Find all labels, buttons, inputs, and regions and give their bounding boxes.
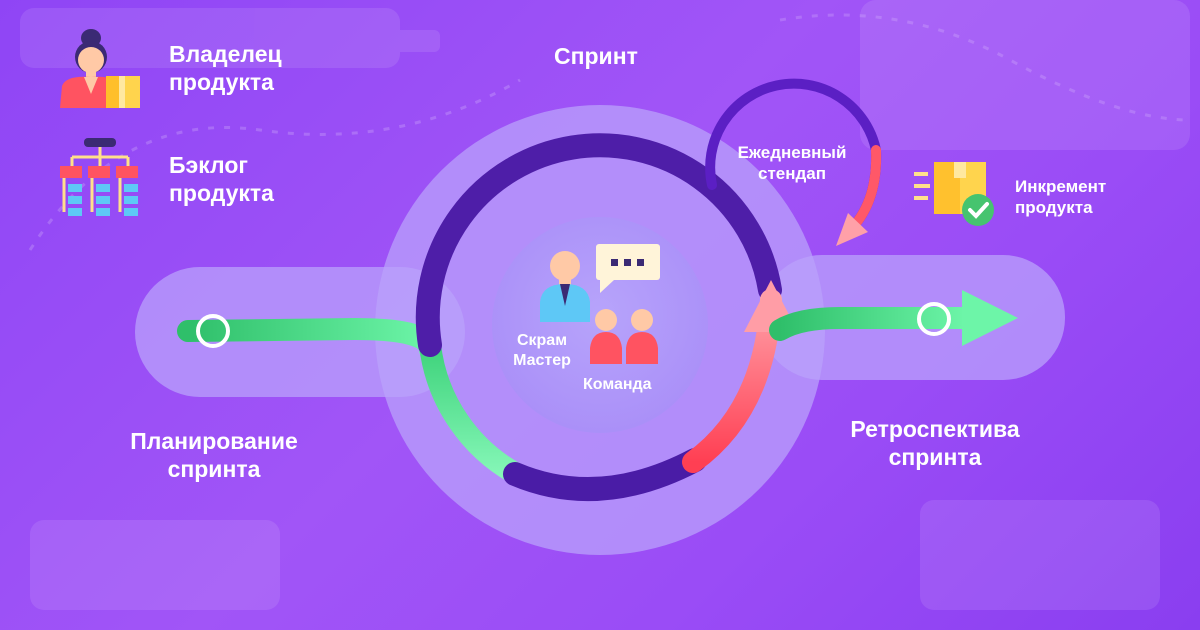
- start-marker: [196, 314, 230, 348]
- team-icon: [590, 309, 658, 364]
- daily-standup-label: Ежедневный стендап: [737, 143, 847, 183]
- woman-avatar-icon: [60, 29, 140, 108]
- planning-arc: [419, 334, 531, 487]
- product-backlog-label: Бэклог продукта: [169, 152, 274, 206]
- product-owner-label: Владелец продукта: [169, 41, 282, 95]
- sprint-arc-bottom: [503, 448, 707, 502]
- box-check-icon: [914, 162, 994, 226]
- sprint-retrospective-label: Ретроспектива спринта: [850, 416, 1020, 470]
- sprint-arc: [415, 133, 782, 357]
- backlog-tree-icon: [60, 138, 138, 216]
- product-increment-label: Инкремент продукта: [1015, 177, 1107, 217]
- retro-arrowhead: [962, 290, 1018, 346]
- end-marker: [917, 302, 951, 336]
- scrum-master-label: Скрам Мастер: [513, 332, 571, 369]
- scrum-master-icon: [540, 251, 590, 322]
- team-label: Команда: [583, 376, 652, 393]
- retro-path: [769, 307, 976, 341]
- sprint-label: Спринт: [554, 43, 638, 69]
- speech-bubble-icon: [596, 244, 660, 293]
- background-decor: [20, 0, 1190, 610]
- standup-arrowhead: [836, 213, 868, 246]
- sprint-planning-label: Планирование спринта: [130, 428, 298, 482]
